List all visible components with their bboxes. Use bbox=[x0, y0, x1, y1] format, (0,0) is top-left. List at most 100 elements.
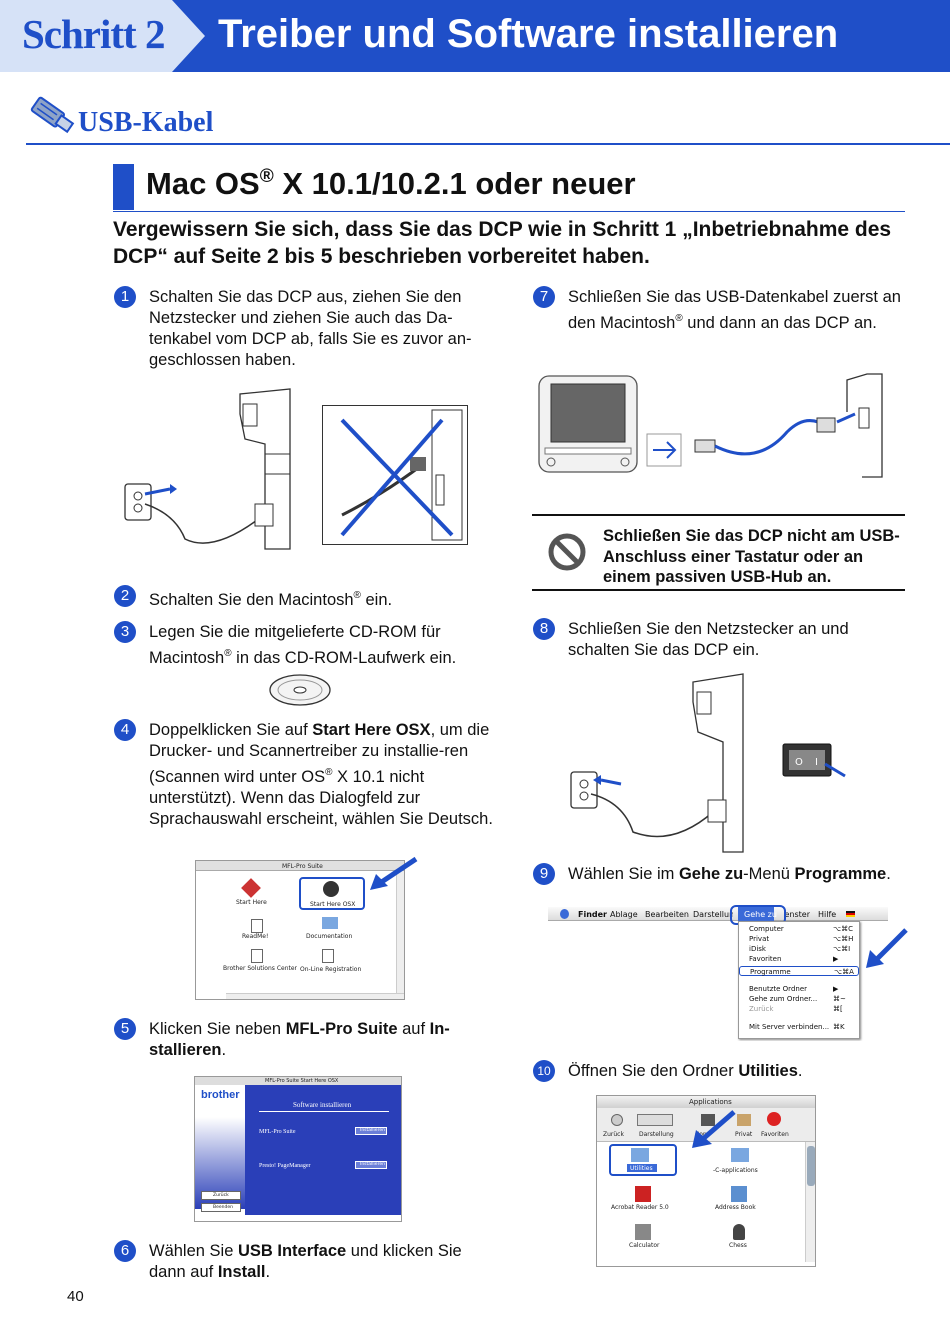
menu-item[interactable]: Zurück ⌘[ bbox=[739, 1004, 859, 1014]
step-text: Doppelklicken Sie auf Start Here OSX, um… bbox=[149, 720, 494, 830]
step-text-run: Schalten Sie den Macintosh bbox=[149, 591, 354, 609]
step-number: 1 bbox=[114, 286, 136, 308]
step-text-run: Start Here OSX bbox=[312, 721, 431, 739]
menu-item-label: Favoriten bbox=[749, 955, 782, 963]
step-text: Wählen Sie im Gehe zu-Menü Programme. bbox=[568, 864, 913, 885]
divider bbox=[532, 589, 905, 591]
step-text-run: Klicken Sie neben bbox=[149, 1020, 286, 1038]
step-text-run: Öffnen Sie den Ordner bbox=[568, 1062, 739, 1080]
step-text-run: Gehe zu bbox=[678, 865, 744, 883]
menu-item-label: Gehe zum Ordner... bbox=[749, 995, 818, 1003]
menu-item[interactable]: Computer⌥⌘C bbox=[739, 924, 859, 934]
step-text-run: Wählen Sie bbox=[149, 1242, 238, 1260]
menu-gehe-zu[interactable] bbox=[738, 907, 774, 921]
documentation-folder-icon[interactable] bbox=[322, 917, 338, 929]
menu-item-label: Computer bbox=[749, 925, 784, 933]
step-text-run: . bbox=[221, 1041, 227, 1059]
step-text-run: ® bbox=[224, 648, 232, 659]
registration-icon[interactable] bbox=[322, 949, 334, 963]
step-text-run: Install bbox=[217, 1263, 266, 1281]
step-tab: Schritt 2 bbox=[0, 0, 205, 72]
calculator-icon[interactable] bbox=[635, 1224, 651, 1240]
step-text-run: . bbox=[265, 1263, 271, 1281]
readme-icon[interactable] bbox=[251, 919, 263, 933]
view-toggle[interactable] bbox=[637, 1114, 673, 1126]
menu-item[interactable]: iDisk⌥⌘I bbox=[739, 944, 859, 954]
home-icon[interactable] bbox=[737, 1114, 751, 1126]
menu-item-shortcut: ⌥⌘H bbox=[833, 935, 854, 943]
favorites-heart-icon[interactable] bbox=[767, 1112, 781, 1126]
menu-item[interactable]: Programme ⌥⌘A bbox=[739, 966, 859, 976]
step-text-run: MFL-Pro Suite bbox=[285, 1020, 398, 1038]
menu-item-label: Zurück bbox=[749, 1005, 774, 1013]
menu-item-label: iDisk bbox=[749, 945, 766, 953]
svg-text:O: O bbox=[795, 757, 803, 768]
start-here-osx-icon[interactable] bbox=[323, 881, 339, 897]
connection-heading: USB-Kabel bbox=[26, 92, 926, 146]
menu-item-shortcut: ⌘K bbox=[833, 1023, 845, 1031]
computer-icon[interactable] bbox=[701, 1114, 715, 1126]
usb-cable-icon bbox=[30, 96, 75, 134]
step-text-run: X 10.1 nicht unterstützt). Wenn das Dial… bbox=[149, 768, 493, 828]
prohibited-icon bbox=[548, 533, 586, 571]
step-number: 9 bbox=[533, 863, 555, 885]
menu-darstellung[interactable]: Darstellung bbox=[693, 910, 733, 919]
step-text: Wählen Sie USB Interface und klicken Sie… bbox=[149, 1241, 494, 1283]
menu-item[interactable]: Gehe zum Ordner...⌘~ bbox=[739, 994, 859, 1004]
step-label: Schritt 2 bbox=[22, 11, 165, 57]
page-number: 40 bbox=[67, 1288, 84, 1305]
apple-menu-icon[interactable] bbox=[560, 909, 569, 919]
svg-text:I: I bbox=[815, 757, 818, 768]
utilities-folder-icon[interactable] bbox=[631, 1148, 649, 1162]
menu-item-shortcut: ⌘[ bbox=[833, 1005, 843, 1013]
usb-connection-illustration bbox=[538, 373, 883, 478]
step-text-run: , um die Drucker- und Scannertreiber zu … bbox=[149, 721, 490, 786]
step-text-run: Schalten Sie das DCP aus, ziehen Sie den… bbox=[149, 288, 472, 369]
back-icon[interactable] bbox=[611, 1114, 623, 1126]
divider bbox=[532, 514, 905, 516]
step-text-run: Schließen Sie das USB-Datenkabel zuerst … bbox=[568, 288, 901, 332]
pointer-arrow-icon bbox=[692, 1110, 736, 1148]
step-text-run: ® bbox=[675, 313, 683, 324]
step-text-run: ® bbox=[325, 767, 333, 778]
pointer-arrow-icon bbox=[866, 928, 908, 968]
step-text-run: in das CD-ROM-Laufwerk ein. bbox=[231, 649, 457, 667]
menu-hilfe[interactable]: Hilfe bbox=[818, 910, 837, 919]
step-text-run: Legen Sie die mitgelieferte CD-ROM für M… bbox=[149, 623, 441, 667]
menu-bearbeiten[interactable]: Bearbeiten bbox=[645, 910, 689, 919]
install-mfl-button[interactable] bbox=[355, 1127, 387, 1135]
acrobat-icon[interactable] bbox=[635, 1186, 651, 1202]
step-number: 2 bbox=[114, 585, 136, 607]
menu-item[interactable]: Mit Server verbinden...⌘K bbox=[739, 1022, 859, 1032]
menu-item[interactable]: Privat⌥⌘H bbox=[739, 934, 859, 944]
plug-in-illustration: O I bbox=[570, 673, 846, 853]
quit-button[interactable] bbox=[201, 1203, 241, 1212]
applications-folder-icon[interactable] bbox=[731, 1148, 749, 1162]
step-text-run: und dann an das DCP an. bbox=[682, 314, 877, 332]
step-text-run: auf bbox=[397, 1020, 430, 1038]
chapter-title: Treiber und Software installieren bbox=[218, 12, 839, 56]
menu-fenster[interactable]: Fenster bbox=[786, 910, 810, 919]
step-text-run: Doppelklicken Sie auf bbox=[149, 721, 313, 739]
address-book-icon[interactable] bbox=[731, 1186, 747, 1202]
chess-icon[interactable] bbox=[733, 1224, 745, 1240]
solutions-center-icon[interactable] bbox=[251, 949, 263, 963]
start-here-icon[interactable] bbox=[241, 878, 261, 898]
install-presto-button[interactable] bbox=[355, 1161, 387, 1169]
step-text-run: In-stallieren bbox=[149, 1020, 450, 1059]
menu-item-label: Programme bbox=[750, 968, 791, 976]
menu-finder[interactable]: Finder bbox=[578, 910, 607, 919]
connection-label: USB-Kabel bbox=[78, 107, 214, 138]
back-button[interactable] bbox=[201, 1191, 241, 1200]
menu-ablage[interactable]: Ablage bbox=[610, 910, 638, 919]
step-text: Öffnen Sie den Ordner Utilities. bbox=[568, 1061, 908, 1082]
menu-item[interactable]: Favoriten ▶ bbox=[739, 954, 859, 964]
menu-item-label: Benutzte Ordner bbox=[749, 985, 808, 993]
go-menu-screenshot: Finder Ablage Bearbeiten Darstellung Geh… bbox=[548, 905, 888, 1041]
warning-text: Schließen Sie das DCP nicht am USB-Ansch… bbox=[603, 527, 900, 586]
step-text: Schalten Sie das DCP aus, ziehen Sie den… bbox=[149, 287, 494, 371]
menu-item[interactable]: Benutzte Ordner▶ bbox=[739, 984, 859, 994]
menu-item-shortcut: ⌥⌘A bbox=[834, 968, 854, 976]
menu-item-shortcut: ▶ bbox=[833, 955, 839, 963]
